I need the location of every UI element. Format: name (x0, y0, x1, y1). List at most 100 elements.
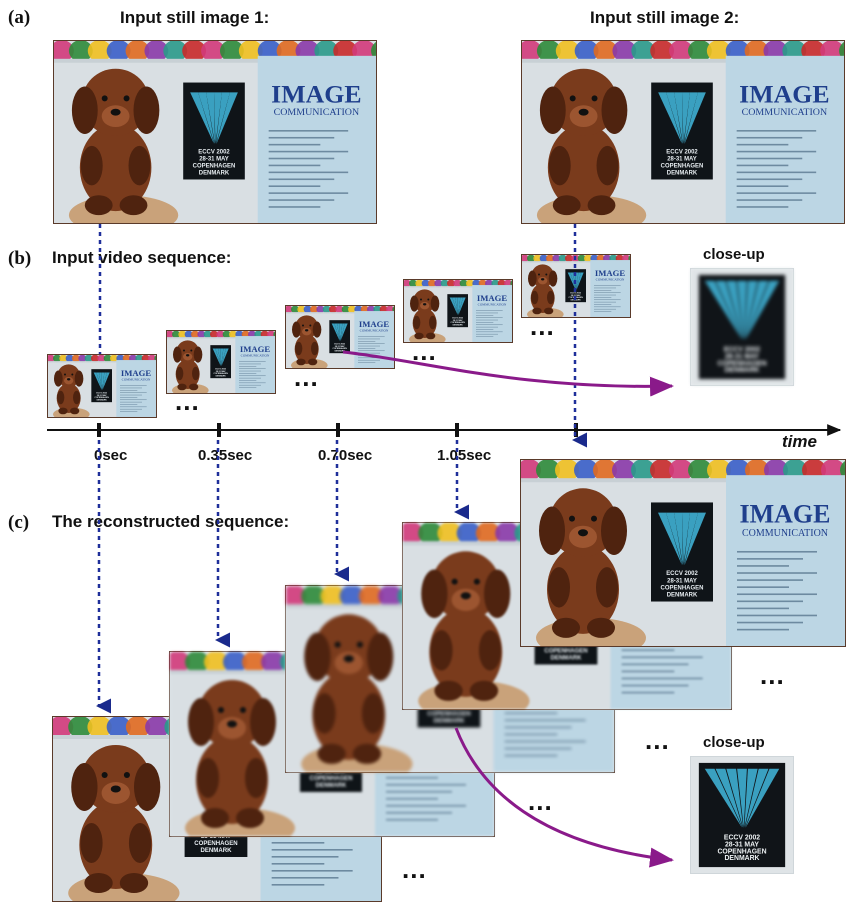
svg-text:28-31 MAY: 28-31 MAY (216, 370, 227, 373)
svg-text:DENMARK: DENMARK (453, 323, 464, 326)
poster-subheading-text: COMMUNICATION (274, 107, 360, 118)
tick-mark-4 (574, 423, 578, 437)
poster-subheading-text: COMMUNICATION (360, 328, 389, 332)
svg-text:COPENHAGEN: COPENHAGEN (95, 396, 110, 399)
svg-text:ECCV 2002: ECCV 2002 (334, 343, 345, 345)
closeup-label-c: close-up (703, 734, 765, 751)
svg-text:COPENHAGEN: COPENHAGEN (661, 164, 704, 170)
svg-text:DENMARK: DENMARK (724, 855, 759, 862)
tick-label-2: 0.70sec (318, 447, 373, 464)
ellipsis-b-1: ... (175, 386, 200, 416)
ellipsis-c-3: ... (645, 725, 670, 755)
svg-text:DENMARK: DENMARK (335, 349, 346, 352)
svg-text:DENMARK: DENMARK (199, 171, 230, 177)
svg-text:ECCV 2002: ECCV 2002 (452, 317, 463, 319)
poster-subheading-text: COMMUNICATION (478, 302, 507, 306)
poster-heading-text: IMAGE (739, 79, 829, 108)
poster-heading-text: IMAGE (359, 319, 389, 329)
svg-text:DENMARK: DENMARK (724, 367, 759, 374)
svg-text:COPENHAGEN: COPENHAGEN (717, 360, 766, 367)
closeup-label-b: close-up (703, 246, 765, 263)
svg-text:DENMARK: DENMARK (216, 374, 227, 377)
svg-text:COPENHAGEN: COPENHAGEN (214, 372, 229, 375)
time-axis-label: time (782, 432, 817, 451)
tick-mark-0 (97, 423, 101, 437)
svg-text:28-31 MAY: 28-31 MAY (725, 841, 759, 848)
svg-text:28-31 MAY: 28-31 MAY (667, 578, 697, 584)
poster-subheading-text: COMMUNICATION (122, 377, 151, 381)
svg-text:28-31 MAY: 28-31 MAY (453, 319, 464, 322)
svg-text:DENMARK: DENMARK (667, 592, 698, 598)
ellipsis-b-4: ... (530, 311, 555, 341)
tick-label-3: 1.05sec (437, 447, 492, 464)
poster-heading-text: IMAGE (477, 293, 507, 303)
section-b-title: Input video sequence: (52, 248, 232, 267)
poster-subheading-text: COMMUNICATION (596, 277, 625, 281)
section-c-title: The reconstructed sequence: (52, 512, 290, 531)
poster-heading-text: IMAGE (595, 268, 625, 278)
svg-text:28-31 MAY: 28-31 MAY (199, 157, 229, 163)
svg-text:28-31 MAY: 28-31 MAY (97, 394, 108, 397)
poster-subheading-text: COMMUNICATION (742, 107, 828, 118)
poster-heading-text: IMAGE (271, 79, 361, 108)
svg-text:DENMARK: DENMARK (316, 783, 347, 789)
tick-label-1: 0.35sec (198, 447, 253, 464)
poster-heading-text: IMAGE (121, 368, 151, 378)
svg-text:DENMARK: DENMARK (434, 718, 466, 724)
ellipsis-b-2: ... (294, 362, 319, 392)
svg-text:COPENHAGEN: COPENHAGEN (309, 776, 352, 782)
still-image-2-title: Input still image 2: (590, 8, 740, 27)
ellipsis-c-1: ... (402, 854, 427, 884)
svg-text:ECCV 2002: ECCV 2002 (198, 150, 230, 156)
svg-text:COPENHAGEN: COPENHAGEN (544, 648, 587, 654)
poster-subheading-text: COMMUNICATION (742, 528, 829, 539)
svg-text:DENMARK: DENMARK (201, 848, 233, 854)
section-a-letter: (a) (8, 7, 31, 28)
poster-heading-text: IMAGE (240, 344, 270, 354)
svg-text:ECCV 2002: ECCV 2002 (570, 292, 581, 294)
still-image-1-title: Input still image 1: (120, 8, 270, 27)
tick-mark-1 (217, 423, 221, 437)
ellipsis-b-3: ... (412, 336, 437, 366)
svg-text:COPENHAGEN: COPENHAGEN (717, 848, 766, 855)
svg-text:DENMARK: DENMARK (551, 655, 583, 661)
svg-text:DENMARK: DENMARK (97, 398, 108, 401)
svg-text:ECCV 2002: ECCV 2002 (724, 347, 760, 354)
tick-mark-2 (336, 423, 340, 437)
section-b-letter: (b) (8, 248, 32, 269)
svg-text:COPENHAGEN: COPENHAGEN (451, 321, 466, 324)
svg-text:DENMARK: DENMARK (667, 171, 698, 177)
section-c-letter: (c) (8, 512, 30, 533)
svg-text:COPENHAGEN: COPENHAGEN (661, 585, 704, 591)
svg-text:ECCV 2002: ECCV 2002 (724, 835, 760, 842)
svg-text:ECCV 2002: ECCV 2002 (666, 150, 698, 156)
svg-text:COPENHAGEN: COPENHAGEN (427, 711, 470, 717)
tick-mark-3 (455, 423, 459, 437)
svg-text:COPENHAGEN: COPENHAGEN (194, 841, 237, 847)
svg-text:COPENHAGEN: COPENHAGEN (333, 347, 348, 350)
svg-text:ECCV 2002: ECCV 2002 (96, 392, 107, 394)
svg-text:COPENHAGEN: COPENHAGEN (193, 164, 236, 170)
ellipsis-c-2: ... (528, 786, 553, 816)
svg-text:28-31 MAY: 28-31 MAY (201, 834, 231, 840)
poster-subheading-text: COMMUNICATION (241, 353, 270, 357)
svg-text:28-31 MAY: 28-31 MAY (335, 345, 346, 348)
ellipsis-c-4: ... (760, 660, 785, 690)
